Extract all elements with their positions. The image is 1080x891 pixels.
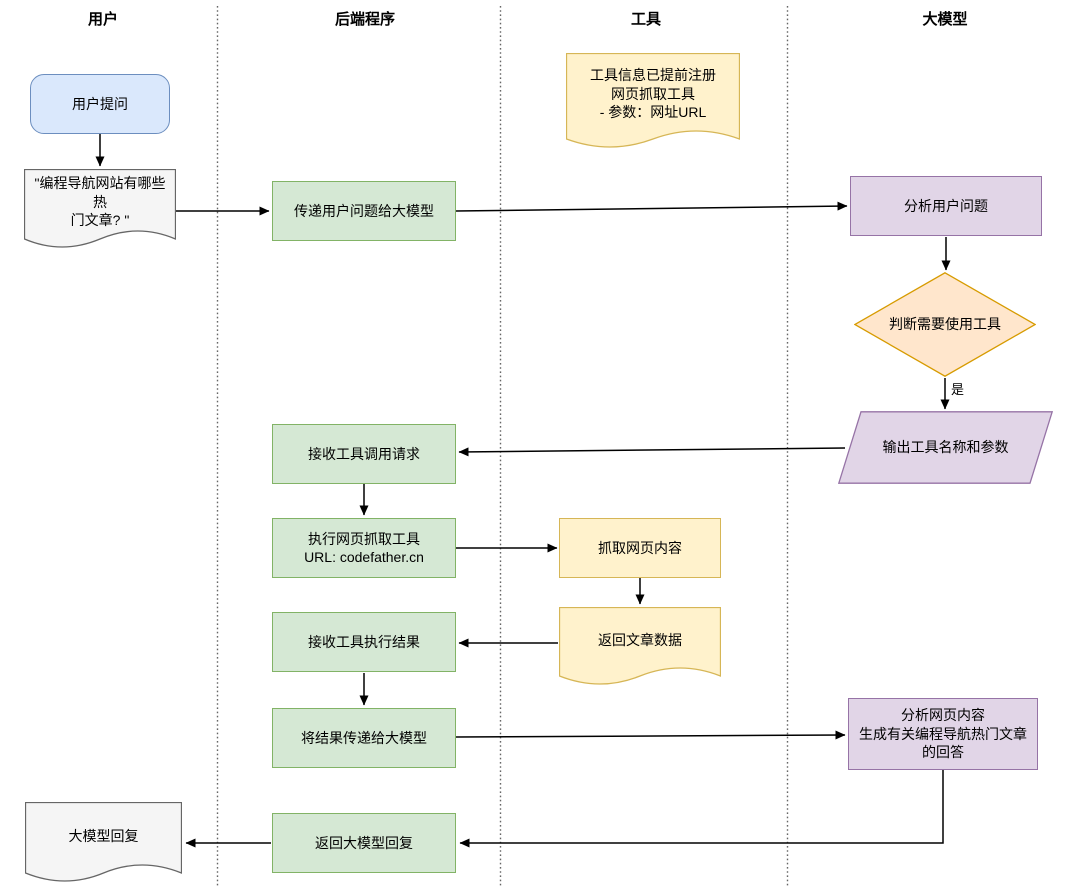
edge-label-yes: 是 — [951, 382, 965, 397]
node-return-data-label: 返回文章数据 — [598, 631, 682, 648]
node-user-ask: 用户提问 — [30, 74, 170, 134]
node-analyze-question: 分析用户问题 — [850, 176, 1042, 236]
node-model-reply-label: 大模型回复 — [68, 827, 139, 844]
lane-header-backend-label: 后端程序 — [334, 11, 396, 28]
node-pass-result-label: 将结果传递给大模型 — [301, 729, 427, 746]
node-return-data: 返回文章数据 — [559, 607, 721, 690]
node-receive-tool-call: 接收工具调用请求 — [272, 424, 456, 484]
lane-header-tool: 工具 — [631, 8, 661, 29]
node-analyze-content: 分析网页内容 生成有关编程导航热门文章 的回答 — [848, 698, 1038, 770]
node-tool-note: 工具信息已提前注册 网页抓取工具 - 参数：网址URL — [566, 53, 740, 153]
node-pass-question: 传递用户问题给大模型 — [272, 181, 456, 241]
parallelogram-shape — [838, 411, 1053, 484]
lane-header-user: 用户 — [88, 8, 118, 29]
document-shape — [559, 607, 721, 685]
node-receive-tool-call-label: 接收工具调用请求 — [308, 445, 420, 462]
node-decide-tool: 判断需要使用工具 — [854, 272, 1036, 377]
arrow-pass-result-to-analyze-content — [455, 730, 846, 740]
node-return-reply: 返回大模型回复 — [272, 813, 456, 873]
lane-header-model: 大模型 — [922, 8, 967, 29]
node-scrape-web-label: 抓取网页内容 — [598, 539, 682, 556]
node-user-question-label: "编程导航网站有哪些热 门文章? " — [34, 175, 166, 229]
node-pass-question-label: 传递用户问题给大模型 — [294, 202, 434, 219]
lane-header-tool-label: 工具 — [630, 11, 662, 28]
node-pass-result: 将结果传递给大模型 — [272, 708, 456, 768]
node-receive-result: 接收工具执行结果 — [272, 612, 456, 672]
node-output-tool: 输出工具名称和参数 — [838, 411, 1053, 484]
node-tool-note-label: 工具信息已提前注册 网页抓取工具 - 参数：网址URL — [590, 67, 716, 121]
node-execute-tool-label: 执行网页抓取工具 URL: codefather.cn — [304, 530, 424, 565]
node-output-tool-label: 输出工具名称和参数 — [882, 439, 1009, 456]
node-analyze-content-label: 分析网页内容 生成有关编程导航热门文章 的回答 — [859, 707, 1027, 761]
document-shape — [24, 169, 176, 248]
lane-header-backend: 后端程序 — [335, 8, 395, 29]
node-return-reply-label: 返回大模型回复 — [315, 834, 413, 851]
document-shape — [566, 53, 740, 148]
arrow-analyze-content-to-return-reply — [459, 770, 944, 848]
node-scrape-web: 抓取网页内容 — [559, 518, 721, 578]
node-model-reply: 大模型回复 — [25, 802, 182, 887]
document-shape — [25, 802, 182, 882]
arrow-pass-question-to-analyze — [455, 201, 848, 212]
lane-header-model-label: 大模型 — [922, 11, 968, 28]
node-decide-tool-label: 判断需要使用工具 — [889, 316, 1001, 333]
diamond-shape — [854, 272, 1036, 377]
node-execute-tool: 执行网页抓取工具 URL: codefather.cn — [272, 518, 456, 578]
node-user-question: "编程导航网站有哪些热 门文章? " — [24, 169, 176, 253]
node-receive-result-label: 接收工具执行结果 — [308, 633, 420, 650]
node-user-ask-label: 用户提问 — [72, 95, 128, 112]
lane-header-user-label: 用户 — [87, 11, 119, 28]
arrow-output-to-receive-call — [458, 447, 846, 457]
node-analyze-question-label: 分析用户问题 — [904, 197, 988, 214]
